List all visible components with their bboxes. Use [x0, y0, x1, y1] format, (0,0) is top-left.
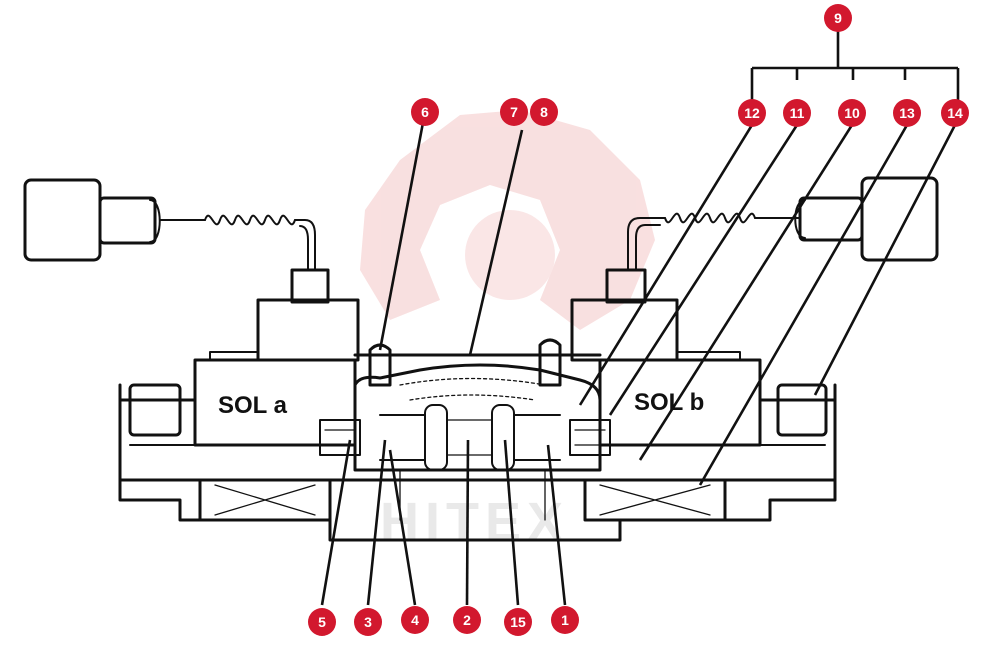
- right-connector: [794, 176, 939, 262]
- callout-11: 11: [783, 99, 811, 127]
- callout-7: 7: [500, 98, 528, 126]
- valve-body: [353, 363, 602, 521]
- left-connector: [23, 178, 161, 262]
- callout-1: 1: [551, 606, 579, 634]
- callout-10: 10: [838, 99, 866, 127]
- svg-text:11: 11: [790, 105, 805, 121]
- svg-text:14: 14: [947, 105, 963, 121]
- sol-a-label: SOL a: [218, 392, 288, 419]
- callout-8: 8: [530, 98, 558, 126]
- callout-14: 14: [941, 99, 969, 127]
- top-plate: [353, 338, 602, 387]
- svg-text:12: 12: [744, 105, 760, 121]
- callout-6: 6: [411, 98, 439, 126]
- callout-3: 3: [354, 608, 382, 636]
- armature-b: [569, 419, 611, 456]
- callout-lines: [320, 28, 960, 606]
- coil-b: [583, 478, 727, 522]
- svg-text:4: 4: [411, 612, 419, 628]
- svg-text:8: 8: [540, 104, 548, 120]
- callout-5: 5: [308, 608, 336, 636]
- svg-text:6: 6: [421, 104, 429, 120]
- callout-12: 12: [738, 99, 766, 127]
- callout-4: 4: [401, 606, 429, 634]
- svg-text:2: 2: [463, 612, 471, 628]
- svg-text:9: 9: [834, 10, 842, 26]
- svg-text:10: 10: [844, 105, 860, 121]
- left-cable: [159, 214, 316, 271]
- svg-text:15: 15: [510, 614, 526, 630]
- left-terminal-box: [256, 268, 360, 362]
- svg-text:3: 3: [364, 614, 372, 630]
- callout-9: 9: [824, 4, 852, 32]
- svg-text:5: 5: [318, 614, 326, 630]
- coil-a: [198, 478, 332, 522]
- callout-15: 15: [504, 608, 532, 636]
- watermark-text: HITEX: [380, 492, 569, 552]
- svg-text:13: 13: [899, 105, 915, 121]
- svg-text:7: 7: [510, 104, 518, 120]
- valve-base: [118, 383, 837, 542]
- svg-text:1: 1: [561, 612, 569, 628]
- callout-13: 13: [893, 99, 921, 127]
- callout-2: 2: [453, 606, 481, 634]
- sol-b-label: SOL b: [634, 389, 704, 416]
